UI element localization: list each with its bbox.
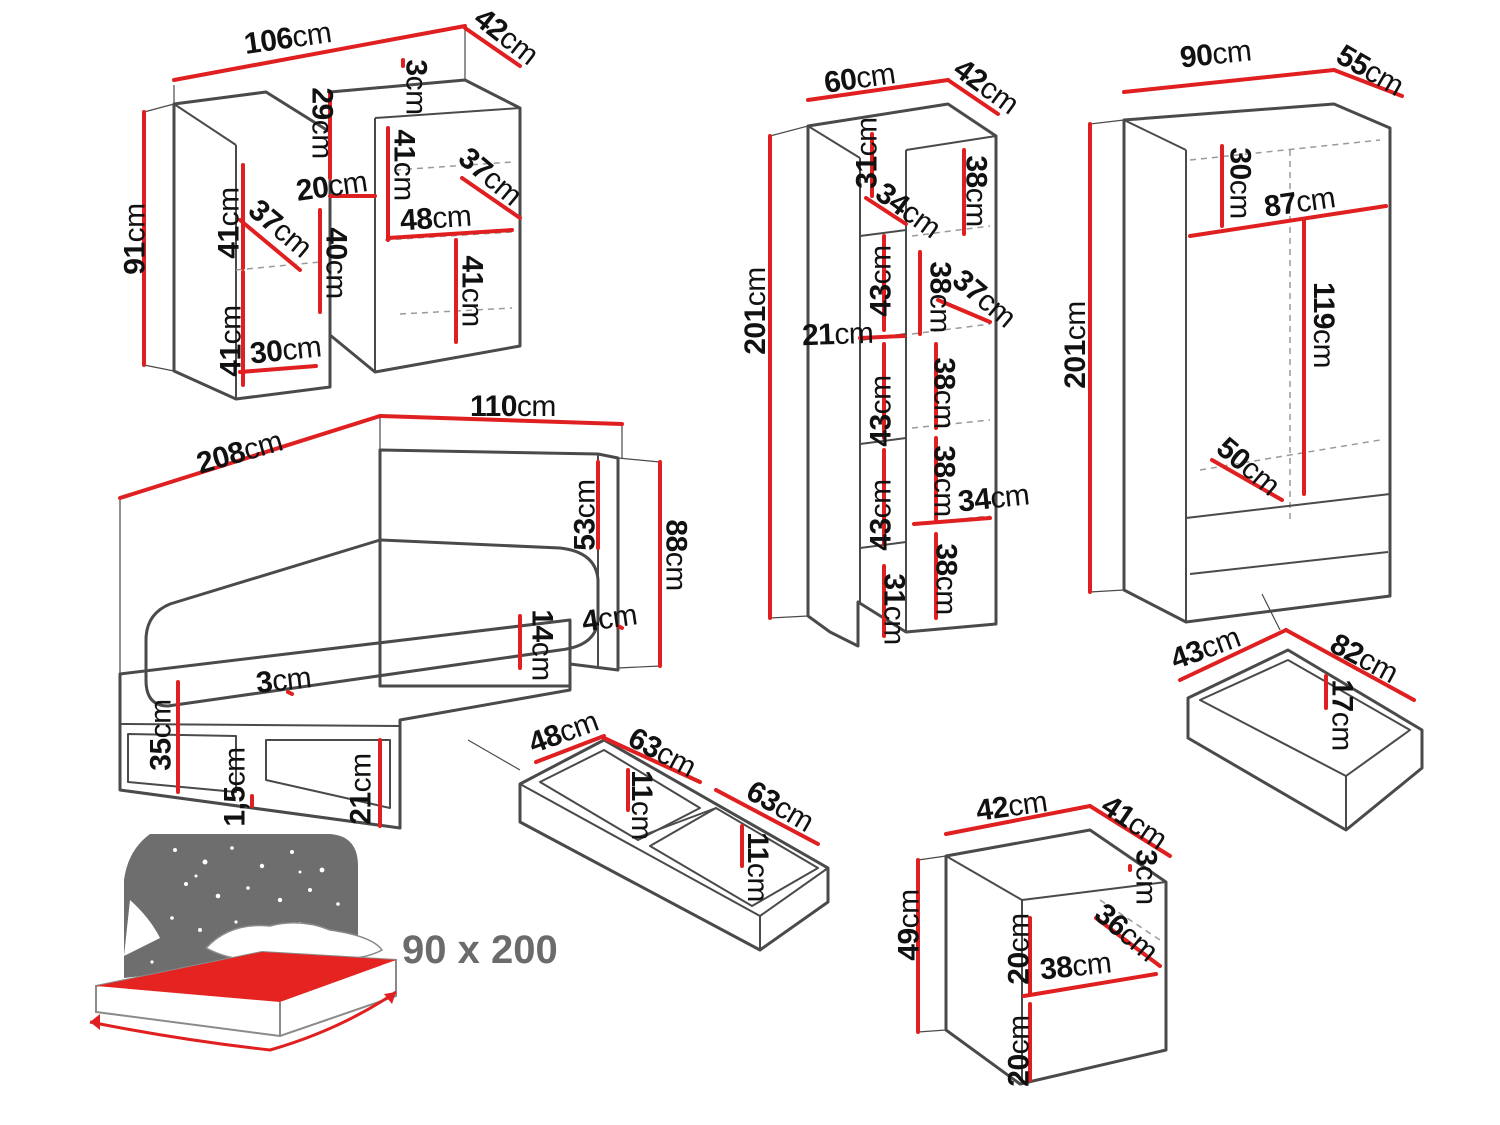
bed-thickness-label: 4cm [579,598,640,639]
shelf-mid-label: 40cm [319,227,353,299]
mattress-illustration [89,834,397,1052]
wardrobe-drawer [1178,628,1424,832]
tall-shelf-r38e-label: 38cm [929,543,963,615]
tall-shelf-c21-label: 21cm [801,316,874,353]
tall-shelf-top-label: 31cm [850,117,884,189]
tall-shelf-c43a-label: 43cm [864,245,898,317]
bed [118,414,662,830]
shelf-upper-mid-label: 29cm [305,87,339,159]
star-icon [140,846,340,964]
nightstand-inner-label: 38cm [1038,946,1113,987]
shelf-top-label: 3cm [399,59,433,115]
mattress-top [96,952,396,1002]
shelf-left-lower-label: 41cm [214,305,248,377]
nightstand-lower-label: 20cm [1002,1015,1036,1087]
shelf-inner-label: 48cm [398,199,473,238]
bed-clearance-label: 1,5cm [218,747,252,827]
bed-drawer-right-height-label: 11cm [740,832,774,902]
tall-shelf-r38b-label: 38cm [923,261,957,333]
shelf-height-label: 91cm [118,203,152,275]
tall-shelf-w34-label: 34cm [956,478,1031,519]
wardrobe-height-label: 201cm [1058,301,1092,389]
wardrobe [1088,68,1404,631]
bed-rail-label: 14cm [525,609,559,681]
bed-headboard-label: 53cm [568,479,602,551]
wardrobe-width-label: 90cm [1178,34,1253,75]
tall-shelf-r38d-label: 38cm [927,445,961,517]
nightstand-height-label: 49cm [892,889,926,961]
bed-side-label: 21cm [344,753,378,825]
nightstand [916,804,1172,1086]
shelf-right-upper-label: 41cm [387,129,421,201]
tall-shelf-height-label: 201cm [738,267,772,355]
bed-leg-label: 35cm [144,699,178,771]
bed-drawers [518,734,830,952]
tall-shelf [768,78,1000,648]
shelf-unit [142,24,522,401]
bed-drawer-left-height-label: 11cm [624,770,658,840]
tall-shelf-c43b-label: 43cm [864,375,898,447]
nightstand-top-label: 3cm [1129,849,1163,905]
wardrobe-top-label: 30cm [1223,147,1257,219]
tall-shelf-r38c-label: 38cm [927,357,961,429]
tall-shelf-c31-label: 31cm [877,573,911,645]
bed-width-label: 110cm [470,390,556,423]
wardrobe-drawer-height-label: 17cm [1325,679,1359,751]
tall-shelf-r38a-label: 38cm [959,155,993,227]
bed-height-label: 88cm [659,519,693,591]
shelf-base-label: 30cm [248,330,323,371]
mattress-size-label: 90 x 200 [402,928,558,972]
wardrobe-rod-label: 119cm [1306,282,1340,368]
shelf-right-lower-label: 41cm [455,255,489,327]
bed-gap-label: 3cm [254,661,313,700]
nightstand-upper-label: 20cm [1002,913,1036,985]
tall-shelf-c43c-label: 43cm [864,479,898,551]
shelf-left-upper-label: 41cm [212,187,246,259]
